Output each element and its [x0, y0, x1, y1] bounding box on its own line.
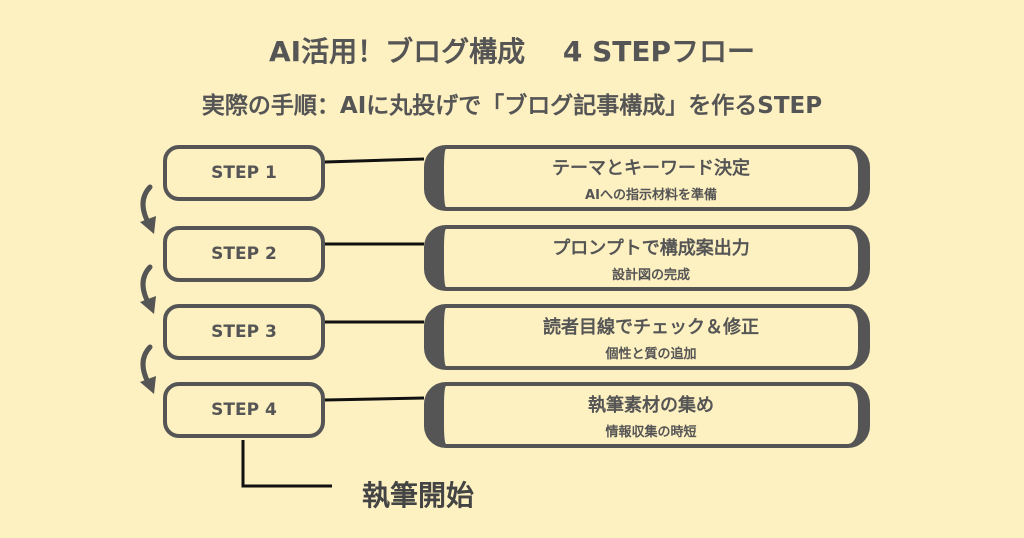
step-1-sub: AIへの指示材料を準備: [585, 187, 717, 203]
step-2-box: STEP 2: [163, 226, 325, 282]
arrowhead-icon: [140, 296, 156, 314]
step-4-heading: 執筆素材の集め: [588, 394, 714, 416]
connector-line-end: [241, 440, 332, 488]
connector-line-4: [324, 396, 425, 402]
connector-line-1: [324, 157, 425, 164]
step-4-sub: 情報収集の時短: [605, 424, 697, 440]
step-4-card: 執筆素材の集め 情報収集の時短: [424, 382, 870, 448]
step-1-card: テーマとキーワード決定 AIへの指示材料を準備: [424, 145, 870, 211]
diagram-title: AI活用！ブログ構成 4 STEPフロー: [269, 35, 755, 68]
step-2-sub: 設計図の完成: [611, 267, 690, 283]
step-2-card: プロンプトで構成案出力 設計図の完成: [424, 225, 870, 291]
diagram-subtitle: 実際の手順：AIに丸投げで「ブログ記事構成」を作るSTEP: [201, 93, 823, 119]
arrowhead-icon: [140, 216, 156, 234]
step-3-box: STEP 3: [163, 304, 325, 360]
end-label: 執筆開始: [362, 479, 475, 512]
step-1-heading: テーマとキーワード決定: [552, 157, 750, 179]
step-1-box: STEP 1: [163, 145, 325, 201]
step-3-sub: 個性と質の追加: [605, 346, 697, 362]
step-4-box: STEP 4: [163, 382, 325, 438]
arrowhead-icon: [140, 376, 156, 394]
step-3-card: 読者目線でチェック＆修正 個性と質の追加: [424, 304, 870, 370]
step-3-heading: 読者目線でチェック＆修正: [543, 316, 759, 338]
step-2-heading: プロンプトで構成案出力: [552, 237, 750, 259]
